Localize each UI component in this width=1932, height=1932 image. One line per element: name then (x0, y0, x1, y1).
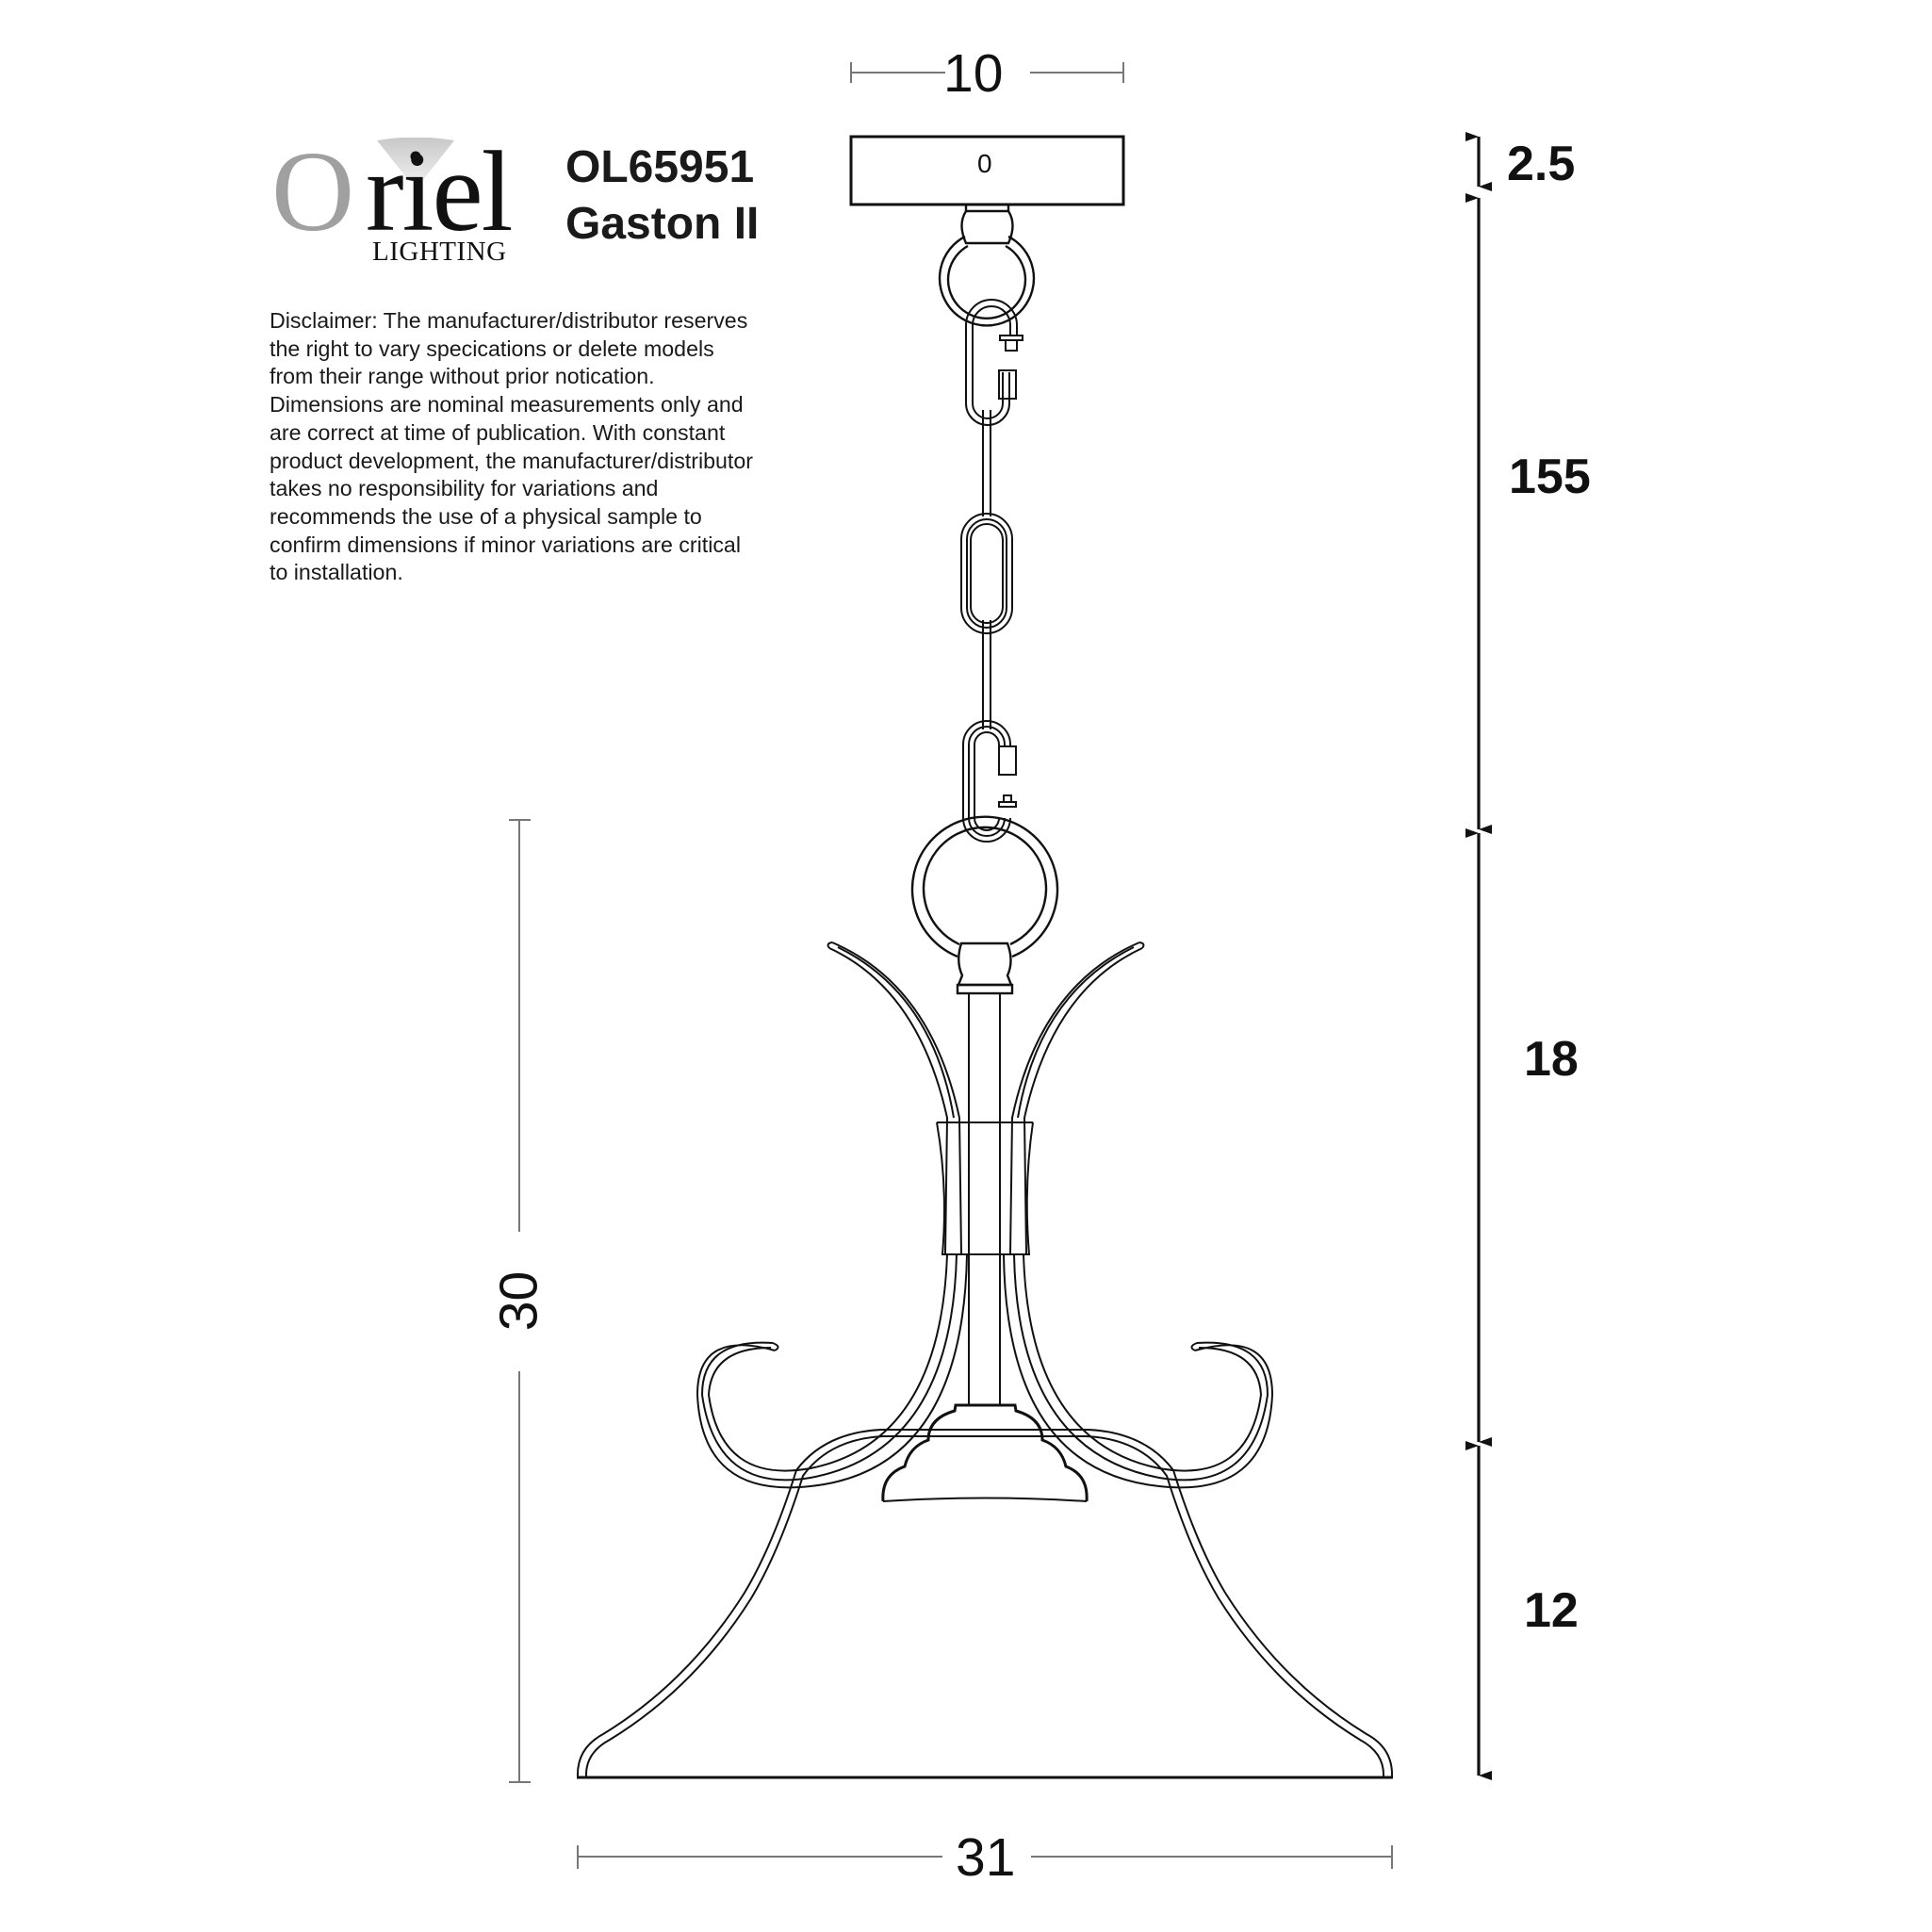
shade-cap (881, 1403, 1089, 1502)
lower-quick-link (962, 720, 1017, 843)
product-code: OL65951 (565, 142, 755, 192)
glass-shade (576, 1429, 1394, 1779)
ceiling-canopy (849, 135, 1125, 206)
label-shade-height: 12 (1524, 1583, 1579, 1638)
upper-arms (827, 941, 1145, 1254)
chain (960, 410, 1013, 729)
fitting-collar (956, 941, 1014, 995)
product-title: OL65951 Gaston II (565, 139, 759, 253)
label-shade-width: 31 (956, 1827, 1016, 1888)
disclaimer-text: Disclaimer: The manufacturer/distributor… (270, 308, 753, 585)
dimension-canopy-width (850, 62, 1124, 83)
label-canopy-width: 10 (943, 43, 1004, 104)
logo-wordmark: riel (366, 128, 514, 255)
product-name: Gaston II (565, 199, 760, 249)
center-rod (968, 993, 1001, 1405)
label-fitting-height: 18 (1524, 1032, 1579, 1087)
logo-initial: O (271, 128, 355, 255)
light-fan-icon (377, 138, 454, 181)
brand-logo: O riel LIGHTING (271, 132, 526, 273)
canopy-collar (960, 205, 1014, 245)
dimension-total-height (509, 819, 531, 1783)
arm-band (936, 1122, 1034, 1255)
canopy-symbol: 0 (977, 149, 992, 178)
logo-subtitle: LIGHTING (372, 237, 507, 267)
scroll-arms (696, 1253, 1274, 1489)
dimension-shade-width (577, 1845, 1393, 1869)
top-ring (938, 235, 1036, 327)
label-chain-length: 155 (1509, 450, 1591, 504)
label-canopy-height: 2.5 (1507, 137, 1576, 191)
label-total-height: 30 (488, 1270, 549, 1332)
upper-quick-link (965, 299, 1023, 426)
large-ring (910, 815, 1059, 958)
